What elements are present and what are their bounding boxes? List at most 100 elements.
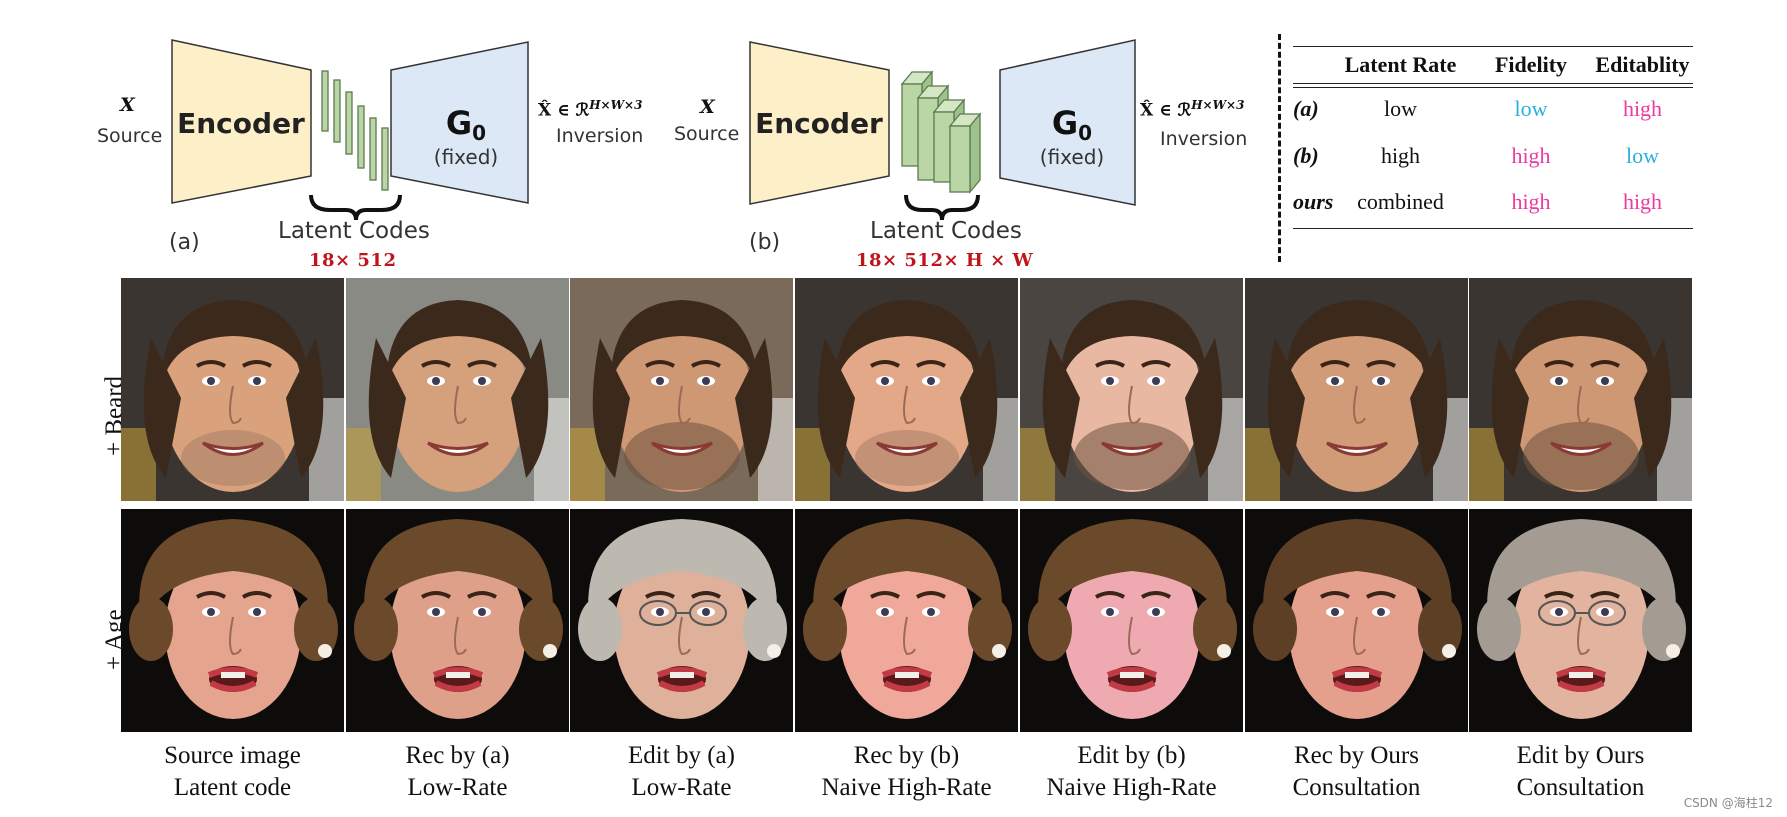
face-illustration xyxy=(1020,278,1243,501)
latent-codes-dims: 18× 512× H × W xyxy=(856,250,1034,271)
inversion-math: X̂ ∈ ℛH×W×3 xyxy=(538,98,643,121)
latent-code-blocks xyxy=(900,70,982,194)
caption-line-1: Edit by Ours xyxy=(1516,742,1645,769)
latent-bar xyxy=(333,79,341,143)
encoder-label: Encoder xyxy=(177,107,305,140)
panel-tag-a: (a) xyxy=(169,230,200,255)
table-cell: low xyxy=(1626,143,1659,168)
encoder-label: Encoder xyxy=(755,107,883,140)
latent-bar xyxy=(345,91,353,155)
caption-line-2: Consultation xyxy=(1516,774,1645,801)
table-cell: high xyxy=(1380,143,1421,168)
table-row-label: ours xyxy=(1293,189,1334,214)
latent-bar xyxy=(357,105,365,169)
caption-line-1: Rec by (b) xyxy=(853,742,960,769)
table-header: Editablity xyxy=(1595,52,1690,77)
table-cell: high xyxy=(1622,189,1663,214)
generator-label: G0 xyxy=(1052,104,1092,145)
face-illustration xyxy=(570,278,793,501)
table-cell: low xyxy=(1514,96,1548,121)
table-row-label: (b) xyxy=(1293,143,1319,168)
beard-face-image xyxy=(121,278,344,501)
panel-tag-b: (b) xyxy=(749,230,781,255)
face-illustration xyxy=(121,278,344,501)
face-illustration xyxy=(346,509,569,732)
diagram-b-shapes: Encoder G0 (fixed) xyxy=(749,39,1136,221)
generator-note: (fixed) xyxy=(434,145,498,169)
table-row-label: (a) xyxy=(1293,96,1319,121)
age-face-image xyxy=(1245,509,1468,732)
beard-face-image xyxy=(795,278,1018,501)
table-rule xyxy=(1293,87,1693,88)
table-cell: combined xyxy=(1357,189,1444,214)
caption-line-2: Naive High-Rate xyxy=(821,774,992,801)
diagram-a-shapes: Encoder G0 (fixed) xyxy=(171,39,529,221)
caption-line-1: Edit by (b) xyxy=(1077,742,1186,769)
inversion-label: Inversion xyxy=(556,125,644,147)
table-rule xyxy=(1293,83,1693,84)
face-illustration xyxy=(1020,509,1243,732)
inversion-label: Inversion xyxy=(1160,128,1248,150)
face-illustration xyxy=(1469,278,1692,501)
age-face-image xyxy=(121,509,344,732)
latent-brace xyxy=(904,194,980,221)
source-symbol: X xyxy=(700,96,715,118)
caption-line-2: Naive High-Rate xyxy=(1046,774,1217,801)
age-face-image xyxy=(1469,509,1692,732)
beard-face-image xyxy=(1245,278,1468,501)
source-symbol: X xyxy=(120,94,135,116)
latent-code-bars xyxy=(321,70,389,191)
beard-face-image xyxy=(1020,278,1243,501)
column-caption: Rec by (b) Naive High-Rate xyxy=(795,740,1018,804)
table-rule xyxy=(1293,228,1693,229)
age-face-image xyxy=(570,509,793,732)
caption-line-2: Low-Rate xyxy=(407,774,508,801)
face-illustration xyxy=(795,278,1018,501)
beard-face-image xyxy=(570,278,793,501)
generator-block xyxy=(999,39,1136,206)
face-illustration xyxy=(1469,509,1692,732)
source-label: Source xyxy=(674,123,740,145)
latent-bar xyxy=(321,70,329,132)
caption-line-2: Latent code xyxy=(173,774,292,801)
latent-codes-label: Latent Codes xyxy=(278,218,430,244)
column-caption: Edit by (b) Naive High-Rate xyxy=(1020,740,1243,804)
age-face-image xyxy=(1020,509,1243,732)
age-face-image xyxy=(346,509,569,732)
caption-line-1: Rec by (a) xyxy=(405,742,510,769)
dashed-divider xyxy=(1278,34,1281,262)
generator-block xyxy=(390,41,529,204)
caption-line-1: Source image xyxy=(164,742,301,769)
table-rule xyxy=(1293,46,1693,47)
encoder-block xyxy=(171,39,312,204)
inversion-math: X̂ ∈ ℛH×W×3 xyxy=(1140,98,1245,121)
table-header: Latent Rate xyxy=(1344,52,1457,77)
face-illustration xyxy=(795,509,1018,732)
age-face-image xyxy=(795,509,1018,732)
caption-line-1: Rec by Ours xyxy=(1294,742,1419,769)
source-label: Source xyxy=(97,125,163,147)
latent-bar xyxy=(369,117,377,181)
caption-line-2: Consultation xyxy=(1292,774,1421,801)
table-cell: high xyxy=(1622,96,1663,121)
latent-block xyxy=(948,112,982,194)
credit-watermark: CSDN @海柱12 xyxy=(1683,796,1773,810)
face-illustration xyxy=(121,509,344,732)
table-cell: high xyxy=(1511,143,1551,168)
latent-codes-label: Latent Codes xyxy=(870,218,1022,244)
column-caption: Rec by (a) Low-Rate xyxy=(346,740,569,804)
beard-face-image xyxy=(346,278,569,501)
generator-label: G0 xyxy=(446,104,486,145)
face-illustration xyxy=(570,509,793,732)
latent-brace xyxy=(309,194,402,221)
beard-face-image xyxy=(1469,278,1692,501)
caption-line-1: Edit by (a) xyxy=(628,742,735,769)
encoder-block xyxy=(749,41,890,205)
latent-codes-dims: 18× 512 xyxy=(309,250,397,271)
face-illustration xyxy=(1245,278,1468,501)
latent-bar xyxy=(381,127,389,191)
face-illustration xyxy=(1245,509,1468,732)
